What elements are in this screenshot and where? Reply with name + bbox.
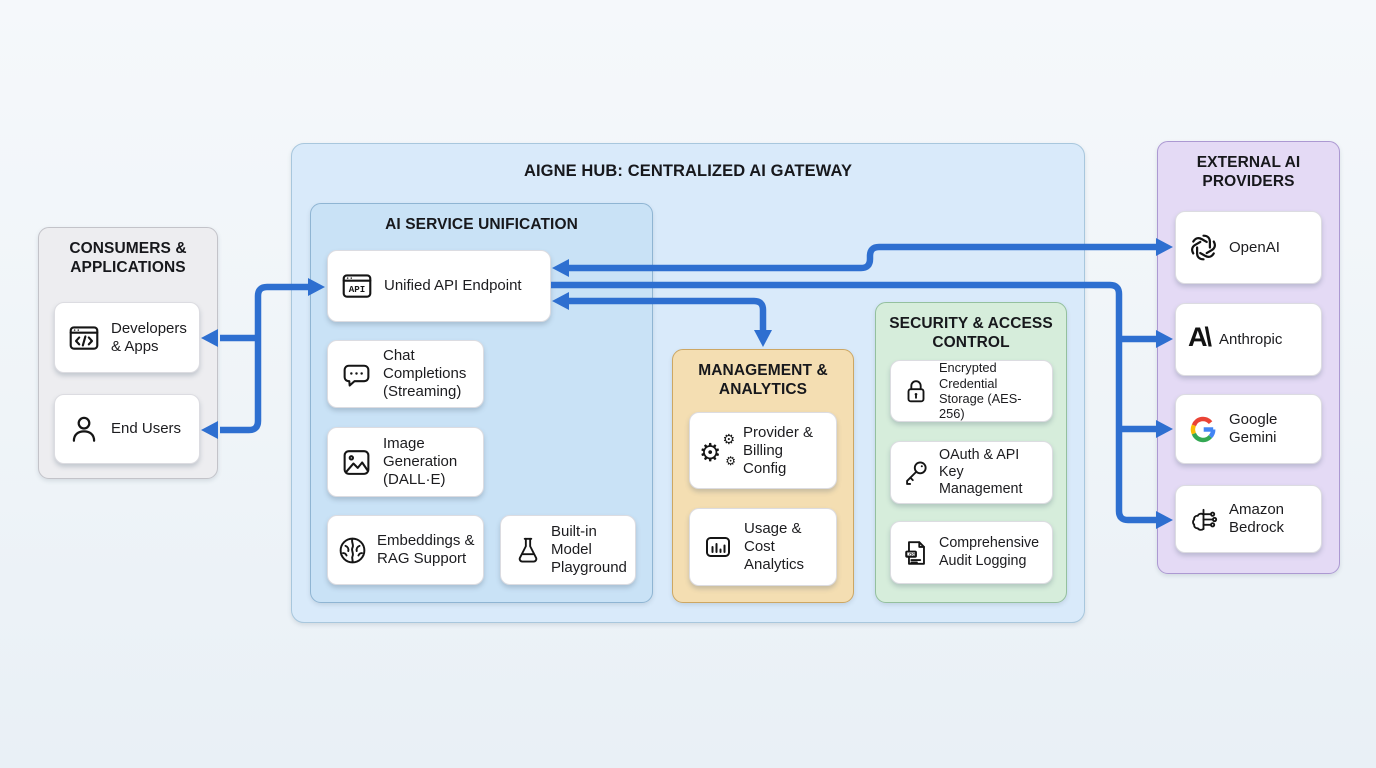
node-chat-completions: Chat Completions (Streaming): [327, 340, 484, 408]
node-amazon-bedrock: Amazon Bedrock: [1175, 485, 1322, 553]
node-comprehensive-audit-logging: LOG Comprehensive Audit Logging: [890, 521, 1053, 584]
consumers-group-title: CONSUMERS & APPLICATIONS: [69, 240, 187, 276]
node-google-gemini: Google Gemini: [1175, 394, 1322, 464]
node-label: End Users: [111, 420, 182, 437]
node-image-generation: Image Generation (DALL·E): [327, 427, 484, 497]
management-group-title: MANAGEMENT & ANALYTICS: [698, 362, 828, 398]
node-label: Encrypted Credential Storage (AES-256): [939, 360, 1022, 422]
bedrock-brain-circuit-icon: [1188, 504, 1219, 535]
security-group-title: SECURITY & ACCESS CONTROL: [889, 315, 1053, 351]
node-provider-billing-config: ⚙⚙⚙ Provider & Billing Config: [689, 412, 837, 489]
node-label: Unified API Endpoint: [384, 277, 522, 294]
google-g-icon: [1188, 414, 1219, 445]
svg-text:API: API: [349, 284, 365, 295]
api-window-icon: API: [340, 269, 374, 303]
log-document-icon: LOG: [901, 538, 931, 568]
node-label: Chat Completions (Streaming): [383, 347, 467, 400]
node-label: OpenAI: [1229, 238, 1280, 256]
user-icon: [67, 412, 101, 446]
openai-logo-icon: [1188, 232, 1219, 263]
node-encrypted-credential-storage: Encrypted Credential Storage (AES-256): [890, 360, 1053, 422]
key-icon: [901, 458, 931, 488]
node-label: Usage & Cost Analytics: [744, 520, 805, 573]
node-label: Developers & Apps: [111, 319, 187, 355]
unification-group-title: AI SERVICE UNIFICATION: [385, 216, 578, 233]
node-anthropic: A\ Anthropic: [1175, 303, 1322, 376]
node-label: Google Gemini: [1229, 411, 1278, 446]
node-usage-cost-analytics: Usage & Cost Analytics: [689, 508, 837, 586]
anthropic-logo-icon: A\: [1188, 322, 1212, 352]
code-window-icon: [67, 321, 101, 355]
node-label: Amazon Bedrock: [1229, 501, 1285, 536]
node-openai: OpenAI: [1175, 211, 1322, 284]
bar-chart-icon: [702, 531, 734, 563]
gateway-title: AIGNE HUB: CENTRALIZED AI GATEWAY: [523, 162, 853, 180]
node-embeddings-rag: Embeddings & RAG Support: [327, 515, 484, 585]
node-label: Image Generation (DALL·E): [383, 435, 458, 488]
node-label: Embeddings & RAG Support: [377, 532, 475, 567]
image-icon: [340, 446, 373, 479]
lock-icon: [901, 376, 931, 406]
chat-bubble-icon: [340, 358, 373, 391]
flask-icon: [513, 535, 543, 565]
node-label: OAuth & API Key Management: [939, 446, 1023, 498]
node-end-users: End Users: [54, 394, 200, 464]
node-model-playground: Built-in Model Playground: [500, 515, 636, 585]
node-unified-api-endpoint: API Unified API Endpoint: [327, 250, 551, 322]
node-label: Anthropic: [1219, 330, 1283, 348]
node-oauth-api-key-management: OAuth & API Key Management: [890, 441, 1053, 504]
brain-icon: [336, 534, 369, 567]
node-developers-apps: Developers & Apps: [54, 302, 200, 373]
providers-group-title: EXTERNAL AI PROVIDERS: [1196, 154, 1301, 190]
node-label: Comprehensive Audit Logging: [939, 535, 1040, 569]
gears-icon: ⚙⚙⚙: [699, 432, 736, 468]
node-label: Provider & Billing Config: [743, 423, 814, 477]
svg-text:LOG: LOG: [906, 551, 916, 556]
node-label: Built-in Model Playground: [551, 523, 627, 576]
